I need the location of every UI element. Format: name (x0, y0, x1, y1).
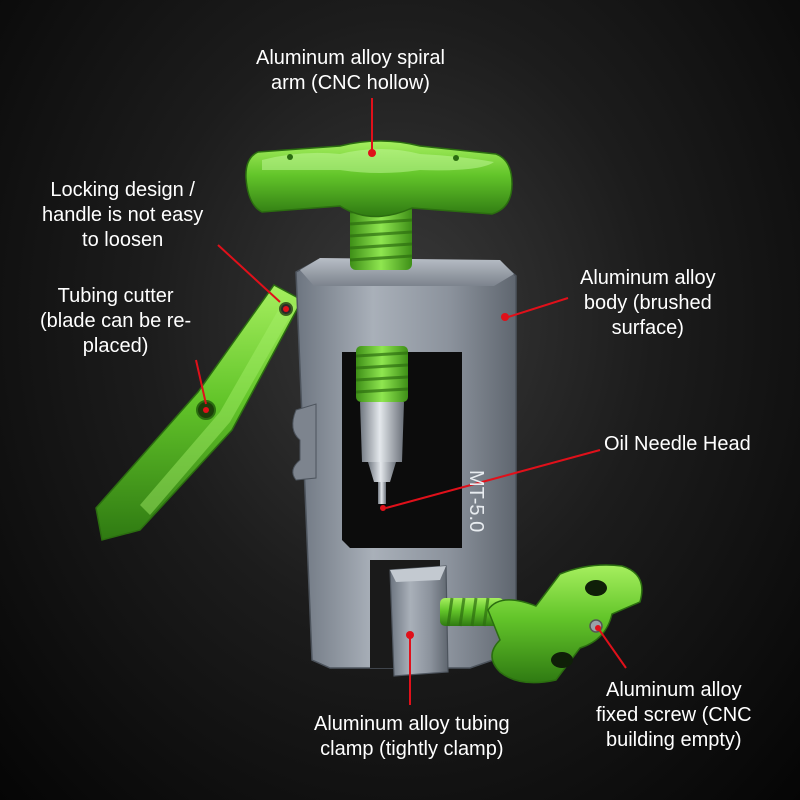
model-engraving: MT-5.0 (465, 470, 487, 532)
label-locking-design: Locking design / handle is not easy to l… (42, 179, 204, 251)
label-body: Aluminum alloy body (brushed surface) (580, 267, 716, 339)
leader-lines (195, 98, 627, 705)
leader-cutter (195, 359, 207, 405)
label-spiral-arm: Aluminum alloy spiral arm (CNC hollow) (256, 47, 445, 94)
leader-locking (217, 244, 281, 303)
tubing-clamp-block (389, 565, 449, 677)
leader-fixed-screw (597, 627, 627, 669)
leader-needle (385, 449, 601, 509)
needle-shaft (355, 346, 409, 511)
fixed-screw (440, 564, 643, 684)
leader-body (507, 297, 569, 318)
label-tubing-cutter: Tubing cutter (blade can be re- placed) (40, 285, 192, 357)
label-tubing-clamp: Aluminum alloy tubing clamp (tightly cla… (314, 713, 510, 760)
label-oil-needle-head: Oil Needle Head (604, 433, 751, 455)
spiral-arm-handle (245, 140, 513, 218)
label-fixed-screw: Aluminum alloy fixed screw (CNC building… (596, 679, 752, 751)
